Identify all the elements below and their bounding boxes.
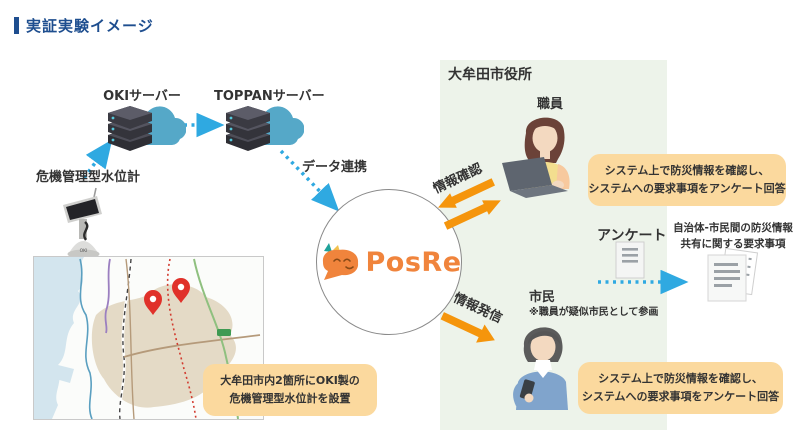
info-check-flow: 情報確認 bbox=[419, 153, 510, 236]
map-note-line1: 大牟田市内2箇所にOKI製の bbox=[220, 374, 360, 388]
citizen-note-line1: システム上で防災情報を確認し、 bbox=[598, 372, 763, 386]
page-header: 実証実験イメージ bbox=[14, 15, 154, 36]
water-level-gauge-photo: OKI bbox=[63, 187, 102, 259]
citizen-person-illustration bbox=[513, 327, 568, 410]
server-cloud-icon-toppan bbox=[226, 106, 304, 151]
citizen-sub-label: ※職員が疑似市民として参画 bbox=[529, 307, 659, 318]
citizen-label: 市民 bbox=[529, 290, 556, 305]
heading-accent-bar bbox=[14, 17, 19, 34]
map-pin-icon bbox=[172, 278, 190, 303]
staff-note-line2: システムへの要求事項をアンケート回答 bbox=[588, 182, 786, 195]
water-gauge-label: 危機管理型水位計 bbox=[36, 170, 141, 185]
staff-label: 職員 bbox=[537, 97, 564, 112]
single-arrow-icon bbox=[440, 312, 495, 343]
server-stack-icon bbox=[226, 106, 270, 151]
survey-document-icon bbox=[615, 241, 645, 279]
posre-mascot-icon bbox=[322, 243, 358, 280]
survey-output-line1: 自治体-市民間の防災情報 bbox=[673, 222, 793, 234]
citizen-note-line2: システムへの要求事項をアンケート回答 bbox=[581, 390, 780, 403]
server-stack-icon bbox=[108, 106, 152, 151]
gauge-brand-text: OKI bbox=[80, 248, 88, 254]
requirements-documents-icon bbox=[707, 247, 759, 302]
city-hall-title: 大牟田市役所 bbox=[448, 67, 532, 83]
toppan-server-label: TOPPANサーバー bbox=[214, 89, 325, 104]
map-note: 大牟田市内2箇所にOKI製の 危機管理型水位計を設置 bbox=[203, 364, 377, 416]
staff-note: システム上で防災情報を確認し、 システムへの要求事項をアンケート回答 bbox=[588, 154, 786, 206]
map-pin-icon bbox=[144, 290, 162, 315]
posre-logo-text: PosRe bbox=[365, 246, 462, 278]
staff-person-illustration bbox=[502, 117, 570, 198]
server-cloud-icon-oki bbox=[108, 106, 186, 151]
data-link-label: データ連携 bbox=[302, 160, 368, 175]
double-arrow-icon bbox=[438, 178, 501, 230]
page-title: 実証実験イメージ bbox=[26, 17, 154, 35]
survey-label: アンケート bbox=[597, 228, 667, 244]
staff-note-line1: システム上で防災情報を確認し、 bbox=[604, 164, 770, 178]
survey-output-line2: 共有に関する要求事項 bbox=[680, 237, 786, 250]
oki-server-label: OKIサーバー bbox=[103, 89, 181, 104]
citizen-note: システム上で防災情報を確認し、 システムへの要求事項をアンケート回答 bbox=[578, 362, 783, 414]
survey-output-label: 自治体-市民間の防災情報 共有に関する要求事項 bbox=[664, 221, 800, 253]
posre-system-node: PosRe bbox=[316, 189, 462, 335]
info-send-flow: 情報発信 bbox=[432, 283, 514, 353]
map-note-line2: 危機管理型水位計を設置 bbox=[229, 392, 351, 405]
posre-logo: PosRe bbox=[317, 242, 462, 282]
